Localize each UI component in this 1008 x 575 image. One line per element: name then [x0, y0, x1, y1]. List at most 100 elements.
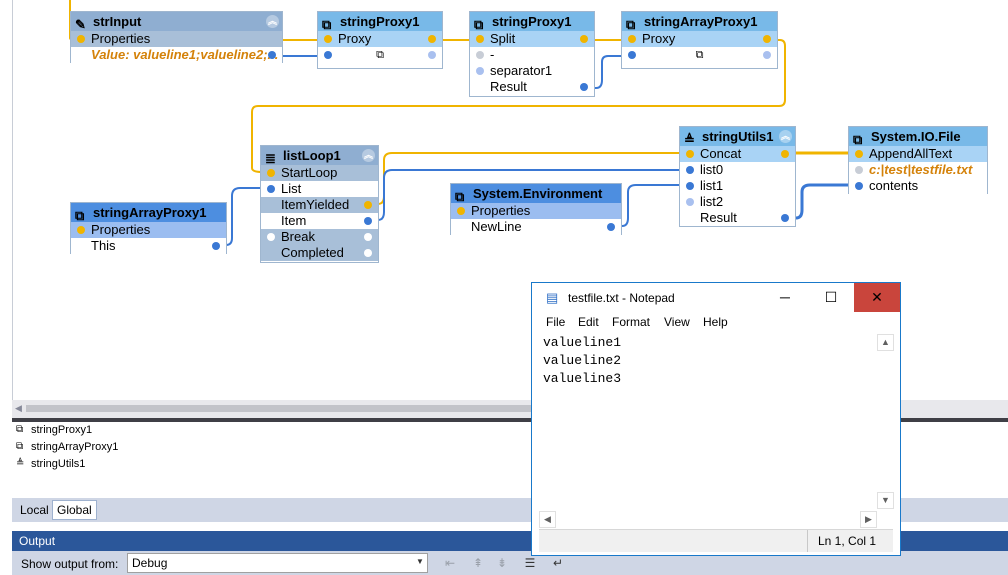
port-list[interactable]: List [261, 181, 378, 197]
port-appendalltext[interactable]: AppendAllText [849, 146, 987, 162]
wire-data-result-contents [788, 183, 856, 220]
node-stringproxy1[interactable]: ⧉stringProxy1 Proxy ⧉ [317, 11, 443, 69]
port-list2[interactable]: list2 [680, 194, 795, 210]
find-message-icon[interactable]: ⇤ [444, 556, 456, 570]
node-header[interactable]: ⧉stringProxy1 [318, 12, 442, 32]
port-itemyielded[interactable]: ItemYielded [261, 197, 378, 213]
port-startloop[interactable]: StartLoop [261, 165, 378, 181]
node-header[interactable]: ⧉ System.IO.File [849, 127, 987, 147]
port-properties[interactable]: Properties [451, 203, 621, 219]
wire-data-this-list [218, 187, 266, 246]
canvas-left-margin [0, 0, 13, 400]
port-proxy[interactable]: Proxy [318, 31, 442, 47]
node-header[interactable]: ⧉stringArrayProxy1 [71, 203, 226, 223]
collapse-icon[interactable]: ︽ [362, 149, 375, 162]
horizontal-scrollbar[interactable]: ◀ ▶ [539, 511, 877, 528]
port-dash[interactable]: - [470, 47, 594, 63]
tab-global[interactable]: Global [52, 500, 97, 520]
port-break[interactable]: Break [261, 229, 378, 245]
port-proxy[interactable]: Proxy [622, 31, 777, 47]
menu-edit[interactable]: Edit [578, 315, 599, 329]
menu-view[interactable]: View [664, 315, 690, 329]
vertical-scrollbar[interactable]: ▲ ▼ [877, 334, 894, 510]
next-message-icon[interactable]: ⇟ [496, 556, 508, 570]
window-title: testfile.txt - Notepad [568, 291, 675, 305]
clear-all-icon[interactable]: ☰ [524, 556, 536, 570]
tab-local[interactable]: Local [20, 503, 49, 517]
proxy-data-row[interactable]: ⧉ [318, 47, 442, 67]
menu-file[interactable]: File [546, 315, 566, 329]
notepad-icon: ▤ [546, 290, 559, 305]
node-header[interactable]: ⧉stringProxy1 [470, 12, 594, 32]
node-stringarrayproxy1-props[interactable]: ⧉stringArrayProxy1 Properties This [70, 202, 227, 254]
proxy-icon: ⧉ [322, 17, 332, 32]
menu-help[interactable]: Help [703, 315, 728, 329]
scroll-down-icon[interactable]: ▼ [877, 492, 894, 509]
maximize-button[interactable]: ☐ [824, 289, 838, 305]
class-icon: ⧉ [853, 132, 863, 147]
node-stringproxy1-split[interactable]: ⧉stringProxy1 Split - separator1 Result [469, 11, 595, 97]
list-item[interactable]: ≜stringUtils1 [16, 458, 86, 470]
list-item[interactable]: ⧉stringProxy1 [16, 424, 93, 436]
word-wrap-icon[interactable]: ↵ [552, 556, 564, 570]
close-button[interactable]: ✕ [854, 283, 900, 312]
utils-icon: ≜ [16, 458, 25, 469]
graph-canvas[interactable]: ✎strInput︽ Properties Value: valueline1;… [0, 0, 1008, 400]
node-title: stringArrayProxy1 [93, 205, 207, 220]
node-strinput[interactable]: ✎strInput︽ Properties Value: valueline1;… [70, 11, 283, 63]
value-field[interactable]: Value: valueline1;valueline2;... [71, 47, 282, 63]
text-editor[interactable]: valueline1 valueline2 valueline3 [543, 335, 622, 386]
chevron-down-icon[interactable]: ▼ [416, 557, 424, 566]
string-input-icon: ✎ [75, 17, 86, 32]
node-header[interactable]: ✎strInput︽ [71, 12, 282, 32]
node-system-io-file[interactable]: ⧉ System.IO.File AppendAllText c:|test|te… [848, 126, 988, 194]
node-header[interactable]: ⧉System.Environment [451, 184, 621, 204]
port-list1[interactable]: list1 [680, 178, 795, 194]
port-separator1[interactable]: separator1 [470, 63, 594, 79]
node-title: System.IO.File [871, 129, 961, 144]
scroll-up-icon[interactable]: ▲ [877, 334, 894, 351]
node-header[interactable]: ≣ listLoop1 ︽ [261, 146, 378, 166]
port-contents[interactable]: contents [849, 178, 987, 194]
port-result[interactable]: Result [680, 210, 795, 226]
menu-format[interactable]: Format [612, 315, 651, 329]
node-title: listLoop1 [283, 148, 341, 163]
port-properties[interactable]: Properties [71, 31, 282, 47]
minimize-button[interactable]: ─ [780, 289, 790, 305]
scroll-left-icon[interactable]: ◀ [15, 403, 22, 413]
port-list0[interactable]: list0 [680, 162, 795, 178]
proxy-icon: ⧉ [16, 424, 24, 435]
port-concat[interactable]: Concat [680, 146, 795, 162]
node-header[interactable]: ≜stringUtils1︽ [680, 127, 795, 147]
scroll-right-icon[interactable]: ▶ [860, 511, 877, 528]
loop-icon: ≣ [265, 151, 276, 166]
notepad-window[interactable]: ▤ testfile.txt - Notepad ─ ☐ ✕ File Edit… [531, 282, 901, 556]
node-listloop1[interactable]: ≣ listLoop1 ︽ StartLoop List ItemYielded I… [260, 145, 379, 263]
list-item[interactable]: ⧉stringArrayProxy1 [16, 441, 119, 453]
port-split[interactable]: Split [470, 31, 594, 47]
collapse-icon[interactable]: ︽ [779, 130, 792, 143]
previous-message-icon[interactable]: ⇞ [472, 556, 484, 570]
node-title: stringArrayProxy1 [644, 14, 758, 29]
path-field[interactable]: c:|test|testfile.txt [849, 162, 987, 178]
node-header[interactable]: ⧉stringArrayProxy1 [622, 12, 777, 32]
node-stringutils1[interactable]: ≜stringUtils1︽ Concat list0 list1 list2 … [679, 126, 796, 227]
node-stringarrayproxy1[interactable]: ⧉stringArrayProxy1 Proxy ⧉ [621, 11, 778, 69]
port-item[interactable]: Item [261, 213, 378, 229]
collapse-icon[interactable]: ︽ [266, 15, 279, 28]
panel-splitter[interactable] [12, 418, 1008, 422]
scrollbar-thumb[interactable] [26, 405, 543, 412]
scroll-left-icon[interactable]: ◀ [539, 511, 556, 528]
port-this[interactable]: This [71, 238, 226, 254]
title-bar[interactable]: ▤ testfile.txt - Notepad ─ ☐ ✕ [532, 283, 900, 312]
port-properties[interactable]: Properties [71, 222, 226, 238]
node-system-environment[interactable]: ⧉System.Environment Properties NewLine [450, 183, 622, 235]
proxy-link-icon: ⧉ [376, 49, 384, 61]
port-result[interactable]: Result [470, 79, 594, 95]
proxy-data-row[interactable]: ⧉ [622, 47, 777, 67]
port-newline[interactable]: NewLine [451, 219, 621, 235]
proxy-icon: ⧉ [474, 17, 484, 32]
node-title: System.Environment [473, 186, 603, 201]
output-source-select[interactable]: Debug [127, 553, 428, 573]
port-completed[interactable]: Completed [261, 245, 378, 261]
